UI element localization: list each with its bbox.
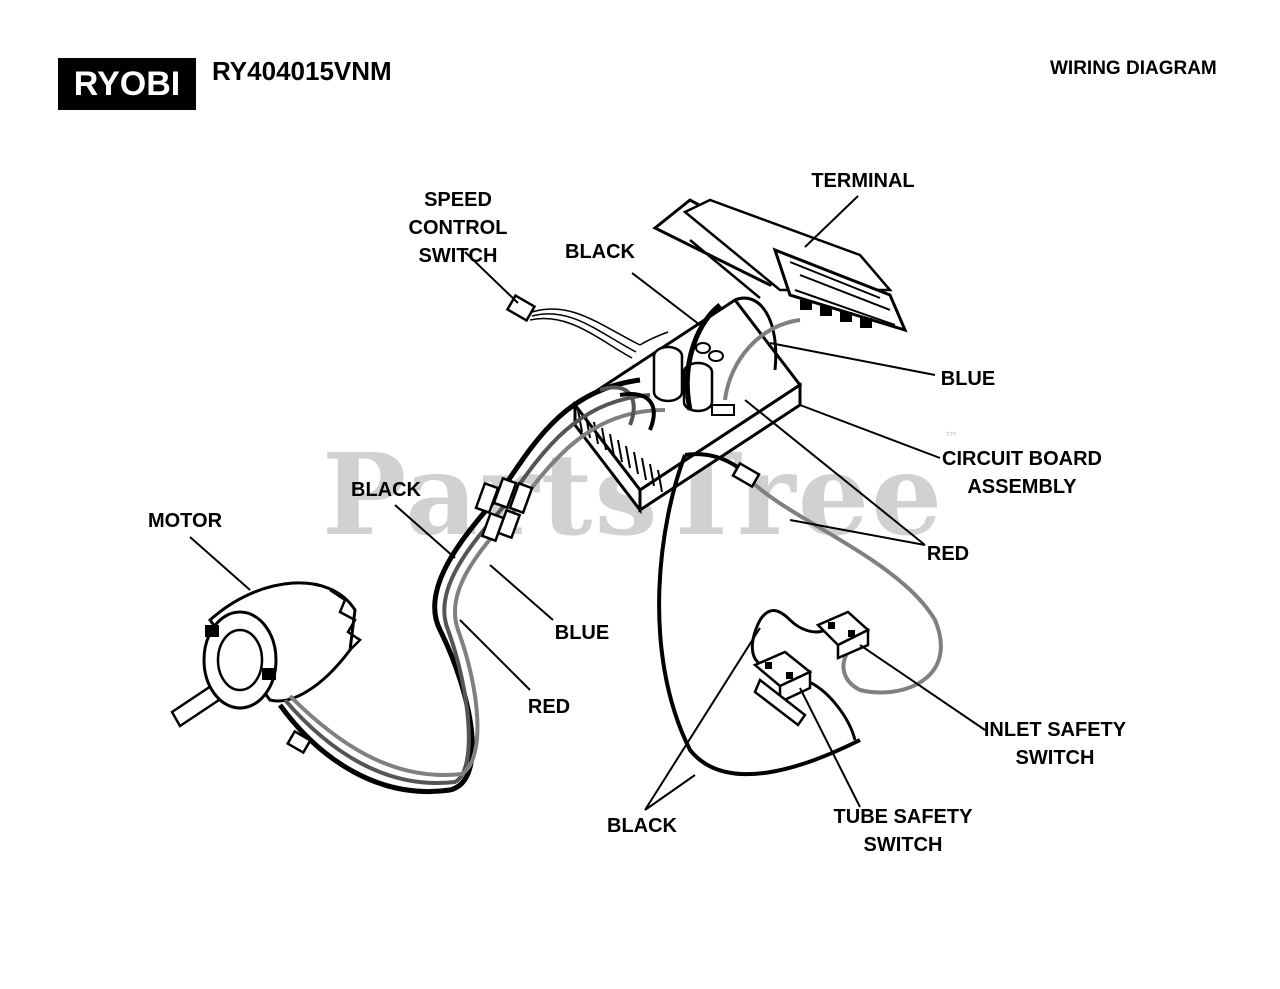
- safety-switch-wiring: [657, 452, 943, 777]
- leader-lines: [189, 195, 986, 811]
- model-number: RY404015VNM: [212, 56, 392, 86]
- label-black-left: BLACK: [351, 479, 421, 501]
- inlet-safety-switch: [815, 610, 871, 660]
- label-black-bottom: BLACK: [607, 815, 677, 837]
- tube-safety-switch: [752, 650, 813, 727]
- ryobi-logo: RYOBI: [58, 58, 196, 110]
- watermark-tm: ™: [944, 430, 961, 446]
- speed-control-switch: [505, 293, 669, 359]
- terminal: [652, 198, 908, 333]
- label-black-top: BLACK: [565, 241, 635, 263]
- wire-harness-motor: [277, 303, 801, 794]
- label-speed-control-switch: SPEED CONTROL SWITCH: [408, 189, 508, 267]
- label-blue-left: BLUE: [554, 622, 610, 644]
- label-inlet-safety-switch: INLET SAFETY SWITCH: [983, 719, 1127, 769]
- label-red-right: RED: [926, 543, 970, 565]
- motor: [170, 581, 362, 728]
- brand-name: RYOBI: [73, 64, 181, 103]
- label-tube-safety-switch: TUBE SAFETY SWITCH: [833, 806, 973, 856]
- label-motor: MOTOR: [147, 510, 223, 532]
- document-title: WIRING DIAGRAM: [1050, 58, 1217, 79]
- label-terminal: TERMINAL: [811, 170, 915, 192]
- label-blue-right: BLUE: [940, 368, 996, 390]
- label-circuit-board-assembly: CIRCUIT BOARD ASSEMBLY: [942, 448, 1102, 498]
- label-red-left: RED: [527, 696, 571, 718]
